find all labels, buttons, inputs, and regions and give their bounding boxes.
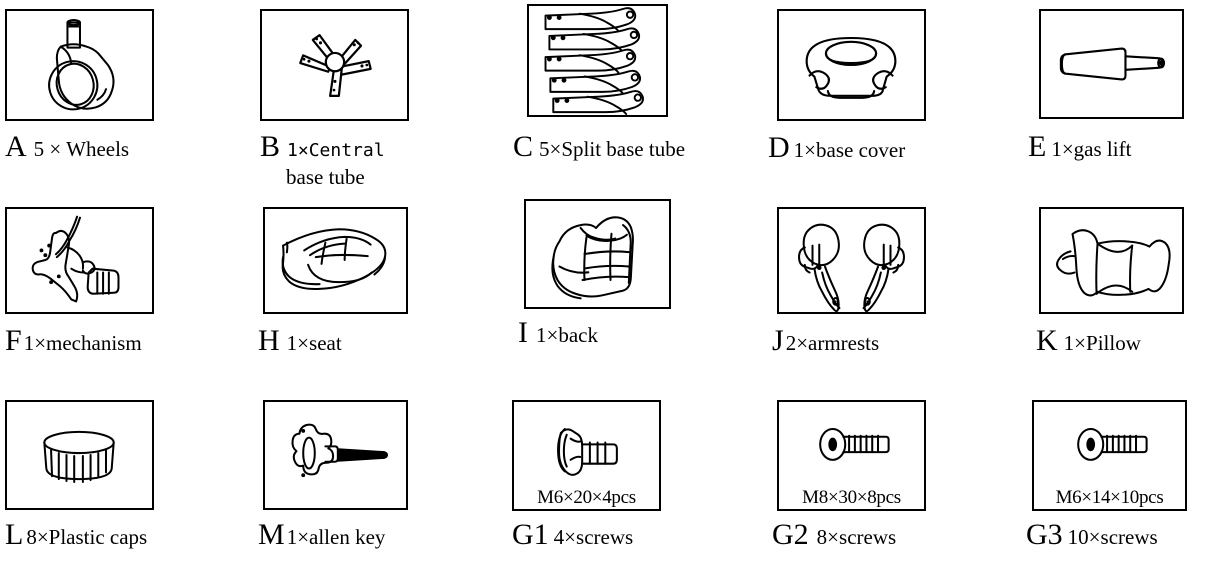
split-base-tubes-icon [529, 6, 666, 115]
part-caption-b: B 1×Central base tube [260, 130, 385, 189]
part-image-box-b [260, 9, 409, 121]
pan-head-screw-icon [1034, 402, 1185, 509]
part-image-box-i [524, 199, 671, 309]
part-code-i: I [518, 316, 528, 349]
backrest-icon [526, 201, 669, 307]
part-code-l: L [5, 518, 24, 551]
pan-head-screw-icon [779, 402, 924, 509]
hex-flange-bolt-icon [514, 402, 659, 509]
part-image-box-f [5, 207, 154, 314]
part-desc-d: 1×base cover [793, 138, 906, 162]
part-desc-j: 2×armrests [785, 331, 880, 355]
armrests-pair-icon [779, 209, 924, 312]
part-code-g1: G1 [512, 518, 549, 551]
part-desc-l: 8×Plastic caps [26, 525, 148, 549]
part-spec-g3: M6×14×10pcs [1055, 487, 1164, 508]
part-desc-a: 5 × Wheels [33, 137, 130, 161]
part-desc-b: 1×Central [287, 140, 385, 161]
part-code-c: C [513, 130, 534, 163]
part-caption-f: F1×mechanism [5, 324, 142, 358]
part-image-box-m [263, 400, 408, 510]
part-code-g2: G2 [772, 518, 809, 551]
part-code-k: K [1036, 324, 1058, 357]
part-code-j: J [772, 324, 784, 357]
base-cover-icon [779, 11, 924, 119]
part-desc-g1: 4×screws [553, 525, 634, 549]
allen-key-icon [265, 402, 406, 508]
part-desc-k: 1×Pillow [1063, 331, 1141, 355]
part-caption-j: J2×armrests [772, 324, 879, 358]
part-image-box-g2: M8×30×8pcs [777, 400, 926, 511]
caster-wheel-icon [7, 11, 152, 119]
part-image-box-h [263, 207, 408, 314]
part-code-e: E [1028, 130, 1047, 163]
part-code-b: B [260, 130, 281, 163]
part-image-box-a [5, 9, 154, 121]
part-desc-f: 1×mechanism [23, 331, 142, 355]
part-caption-m: M1×allen key [258, 518, 385, 552]
seat-cushion-icon [265, 209, 406, 312]
part-desc-c: 5×Split base tube [539, 137, 686, 161]
tilt-mechanism-icon [7, 209, 152, 312]
part-caption-i: I 1×back [518, 316, 598, 350]
part-desc-b-line2: base tube [286, 164, 365, 189]
part-code-a: A [5, 130, 27, 163]
part-desc-i: 1×back [536, 323, 598, 347]
part-code-h: H [258, 324, 280, 357]
part-desc-e: 1×gas lift [1051, 137, 1132, 161]
part-caption-g2: G2 8×screws [772, 518, 896, 552]
part-image-box-j [777, 207, 926, 314]
part-image-box-g3: M6×14×10pcs [1032, 400, 1187, 511]
part-desc-h: 1×seat [286, 331, 342, 355]
part-desc-m: 1×allen key [286, 525, 386, 549]
part-desc-g2: 8×screws [816, 525, 897, 549]
plastic-cap-icon [7, 402, 152, 508]
part-spec-g2: M8×30×8pcs [802, 487, 901, 508]
part-image-box-g1: M6×20×4pcs [512, 400, 661, 511]
part-code-f: F [5, 324, 22, 357]
headrest-pillow-icon [1041, 209, 1182, 312]
part-desc-g3: 10×screws [1067, 525, 1158, 549]
part-code-d: D [768, 131, 790, 164]
gas-lift-cylinder-icon [1041, 11, 1182, 117]
part-image-box-d [777, 9, 926, 121]
part-image-box-e [1039, 9, 1184, 119]
part-image-box-k [1039, 207, 1184, 314]
part-image-box-l [5, 400, 154, 510]
part-spec-g1: M6×20×4pcs [537, 487, 636, 508]
part-image-box-c [527, 4, 668, 117]
part-code-g3: G3 [1026, 518, 1063, 551]
five-star-base-icon [262, 11, 407, 119]
part-code-m: M [258, 518, 285, 551]
